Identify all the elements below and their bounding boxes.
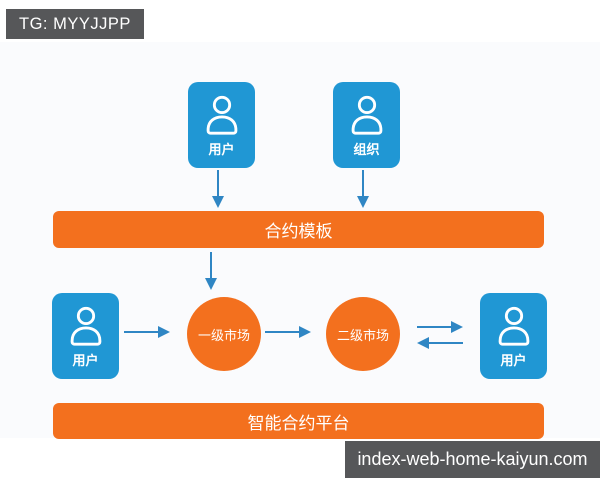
primary-market-circle: 一级市场 (187, 297, 261, 371)
person-icon (199, 92, 245, 138)
person-icon (491, 303, 537, 349)
node-user-right: 用户 (480, 293, 547, 379)
arrow-down-icon (357, 170, 369, 208)
secondary-market-circle: 二级市场 (326, 297, 400, 371)
contract-template-bar: 合约模板 (53, 211, 544, 248)
node-user-top: 用户 (188, 82, 255, 168)
arrow-down-icon (205, 252, 217, 290)
arrow-right-icon (124, 326, 170, 338)
arrow-left-icon (417, 337, 463, 349)
arrow-right-icon (417, 321, 463, 333)
node-label: 组织 (353, 142, 380, 157)
node-org-top: 组织 (333, 82, 400, 168)
arrow-down-icon (212, 170, 224, 208)
node-label: 用户 (500, 353, 527, 368)
node-user-left: 用户 (52, 293, 119, 379)
person-icon (63, 303, 109, 349)
domain-watermark-badge: index-web-home-kaiyun.com (345, 441, 600, 478)
person-icon (344, 92, 390, 138)
arrow-right-icon (265, 326, 311, 338)
smart-contract-platform-bar: 智能合约平台 (53, 403, 544, 439)
tg-watermark-badge: TG: MYYJJPP (6, 9, 144, 39)
node-label: 用户 (72, 353, 99, 368)
node-label: 用户 (208, 142, 235, 157)
